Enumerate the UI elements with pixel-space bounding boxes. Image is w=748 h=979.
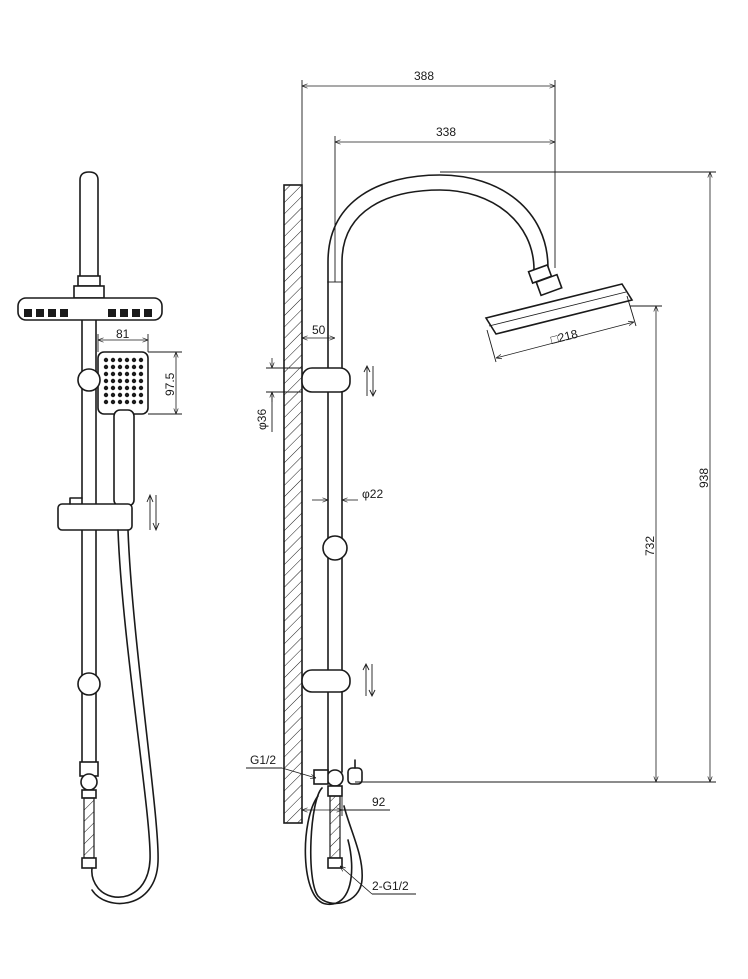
head-connector: [77, 275, 101, 287]
side-outlet-nut: [327, 785, 343, 797]
side-view: 388 338 938 732 □218 50 φ36 φ22: [246, 69, 716, 905]
hose-nut-side: [327, 857, 343, 869]
label-bracket-diameter: φ36: [255, 409, 269, 430]
braided-hose-front: [83, 797, 95, 859]
leader-g12: [281, 767, 316, 778]
slide-arrowhead-front-a: [146, 493, 154, 503]
label-outlet-thread: 2-G1/2: [372, 879, 409, 893]
shower-hose-outer: [90, 529, 151, 898]
label-handshower-height: 97.5: [163, 372, 177, 396]
side-diverter: [326, 769, 344, 787]
label-inlet-thread: G1/2: [250, 753, 276, 767]
slide-holder-lever: [69, 497, 83, 505]
rain-head-nozzles: [24, 309, 152, 317]
braided-hose-side: [329, 795, 341, 859]
arm-inner-curve: [341, 189, 535, 283]
slide-holder-front: [57, 503, 133, 531]
upper-riser-pipe: [79, 171, 99, 283]
side-slide-knob: [322, 535, 348, 561]
label-inlet-offset: 92: [372, 795, 386, 809]
label-head-size: □218: [549, 327, 579, 347]
slide-arrowhead-side-1a: [363, 364, 371, 373]
label-pipe-diameter: φ22: [362, 487, 383, 501]
arm-outer-curve: [327, 174, 549, 283]
diverter-body: [80, 773, 98, 791]
label-total-height: 938: [697, 468, 711, 488]
hand-shower-handle: [113, 409, 135, 507]
ext-line-218-left: [486, 329, 497, 363]
hose-nut-front: [81, 857, 97, 869]
hand-shower-nozzles: [103, 357, 144, 405]
slide-arrowhead-side-1b: [369, 389, 377, 398]
upper-wall-bracket: [301, 367, 351, 393]
rain-head-side-edge: [488, 291, 627, 327]
leader-2g12: [340, 866, 373, 895]
lower-knob-front: [77, 672, 101, 696]
label-handshower-width: 81: [116, 327, 130, 341]
label-total-width: 388: [414, 69, 434, 83]
side-hose-inner: [304, 795, 353, 905]
dim-line-218: [496, 322, 634, 358]
label-wall-offset: 50: [312, 323, 326, 337]
slide-arrowhead-side-2b: [368, 689, 376, 698]
wall-section: [283, 184, 303, 824]
diverter-bottom: [81, 789, 97, 799]
side-inlet-nut: [313, 769, 329, 785]
label-arm-width: 338: [436, 125, 456, 139]
upper-knob-front: [77, 368, 101, 392]
front-view: 81 97.5: [17, 171, 182, 905]
shower-hose-inner: [91, 529, 159, 905]
head-ball-joint: [535, 273, 563, 297]
lower-wall-bracket: [301, 669, 351, 693]
slide-arrowhead-side-2a: [362, 662, 370, 671]
label-head-height: 732: [643, 536, 657, 556]
head-collar: [73, 285, 105, 299]
slide-arrowhead-front-b: [152, 522, 160, 532]
